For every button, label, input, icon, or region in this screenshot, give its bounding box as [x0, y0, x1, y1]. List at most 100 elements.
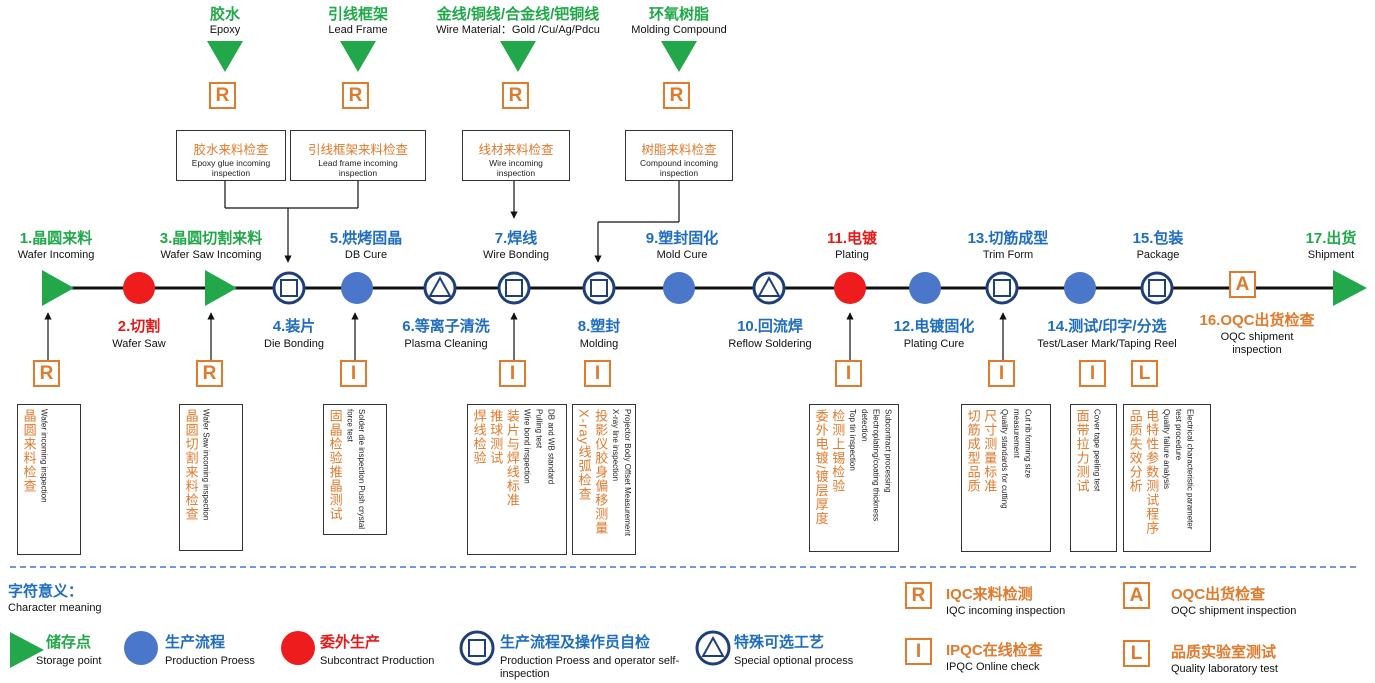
legend-process-en: Production Proess	[165, 655, 255, 667]
step-3-en: Wafer Saw Incoming	[160, 249, 262, 261]
legend-storage-icon	[10, 632, 44, 668]
step-9-en: Mold Cure	[656, 249, 708, 261]
material-triangle-compound	[661, 41, 697, 72]
step-8-en: Molding	[579, 338, 619, 350]
check-zh-5-1: 检测上锡检验	[830, 409, 846, 493]
step-7-en: Wire Bonding	[482, 249, 550, 261]
step-3-zh: 3.晶圆切割来料	[159, 230, 263, 247]
legend-optional-zh: 特殊可选工艺	[734, 634, 825, 651]
legend-ipqc-en: IPQC Online check	[946, 661, 1040, 673]
check-en-4-0: X-ray line inspection	[611, 409, 621, 482]
material-triangle-epoxy	[207, 41, 243, 72]
check-en-6-0: Quality standards for cutting	[1000, 409, 1010, 509]
box-leadframe-zh: 引线框架来料检查	[307, 143, 408, 157]
ipqc-marker-die-bond: I	[340, 360, 367, 387]
ipqc-marker-plating: I	[835, 360, 862, 387]
check-en-5-1: detection	[859, 409, 869, 442]
oqc-marker-shipment: A	[1229, 271, 1256, 298]
legend-iqc-en: IQC incoming inspection	[946, 605, 1066, 617]
check-en-4-1: Projector Body Offset Measurement	[622, 409, 632, 537]
box-epoxy-zh: 胶水来料检查	[193, 143, 269, 157]
check-zh-6-1: 尺寸测量标准	[982, 409, 998, 493]
iqc-marker-wire: R	[502, 82, 529, 109]
ipqc-marker-wire-bond: I	[499, 360, 526, 387]
box-wire-en: Wire incoming inspection	[489, 158, 543, 179]
step-16-zh: 16.OQC出货检查	[1199, 312, 1315, 329]
check-zh-3-2: 装片与焊线标准	[504, 409, 520, 507]
material-leadframe-zh: 引线框架	[327, 6, 388, 23]
storage-point-shipment	[1333, 270, 1367, 306]
process-circle-test	[1064, 272, 1096, 304]
box-leadframe-en: Lead frame incoming inspection	[318, 158, 398, 179]
step-7-zh: 7.焊线	[494, 230, 538, 247]
check-zh-1-0: 晶圆切割来料检查	[183, 409, 199, 521]
self-inspect-package	[1140, 271, 1174, 305]
check-zh-5-0: 委外电镀/镀层厚度	[813, 409, 829, 526]
check-en-2-1: Solder die inspection Push crystal	[357, 409, 367, 530]
material-leadframe-en: Lead Frame	[328, 24, 388, 36]
process-circle-plating-cure	[909, 272, 941, 304]
check-en-3-2: DB and WB standard	[546, 409, 556, 485]
check-en-0-0: Wafer incoming inspection	[39, 409, 49, 503]
step-4-zh: 4.装片	[272, 318, 316, 335]
storage-point-wafer-saw-incoming	[205, 270, 237, 306]
step-5-en: DB Cure	[344, 249, 388, 261]
legend-self-inspect-icon	[459, 630, 495, 666]
legend-self-inspect-zh: 生产流程及操作员自检	[500, 634, 651, 651]
legend-lab-zh: 品质实验室测试	[1171, 644, 1277, 661]
self-inspect-die-bonding	[272, 271, 306, 305]
step-6-zh: 6.等离子清洗	[402, 318, 490, 335]
check-en-8-2: Electrical characteristic parameter	[1185, 409, 1195, 530]
legend-subcontract-zh: 委外生产	[320, 634, 381, 651]
material-wire-zh: 金线/铜线/合金线/钯铜线	[436, 6, 600, 23]
check-zh-7-0: 面带拉力测试	[1074, 409, 1090, 493]
legend-optional-en: Special optional process	[734, 655, 854, 667]
legend-lab-icon: L	[1123, 640, 1150, 667]
step-13-zh: 13.切筋成型	[967, 230, 1049, 247]
step-11-zh: 11.电镀	[826, 230, 878, 247]
step-12-en: Plating Cure	[903, 338, 965, 350]
step-10-zh: 10.回流焊	[737, 318, 803, 335]
check-en-8-0: Quality failure analysis	[1162, 409, 1172, 490]
box-epoxy-inspection: 胶水来料检查 Epoxy glue incoming inspection	[176, 130, 286, 181]
subcontract-circle-wafer-saw	[123, 272, 155, 304]
material-epoxy-en: Epoxy	[209, 24, 241, 36]
legend-iqc-icon: R	[905, 582, 932, 609]
step-10-en: Reflow Soldering	[728, 338, 812, 350]
step-17-zh: 17.出货	[1305, 230, 1357, 247]
step-5-zh: 5.烘烤固晶	[329, 230, 403, 247]
subcontract-circle-plating	[834, 272, 866, 304]
material-triangle-leadframe	[340, 41, 376, 72]
legend-storage-zh: 储存点	[46, 634, 92, 651]
check-zh-4-0: X-ray线弧检查	[576, 409, 592, 502]
legend-oqc-en: OQC shipment inspection	[1171, 605, 1297, 617]
check-en-1-0: Wafer Saw incoming inspection	[201, 409, 211, 521]
legend-oqc-zh: OQC出货检查	[1171, 586, 1266, 603]
step-12-zh: 12.电镀固化	[893, 318, 975, 335]
step-14-zh: 14.测试/印字/分选	[1047, 318, 1167, 335]
check-en-5-0: Top tin inspection	[848, 409, 858, 471]
legend-ipqc-zh: IPQC在线检查	[946, 642, 1043, 659]
self-inspect-molding	[582, 271, 616, 305]
step-9-zh: 9.塑封固化	[645, 230, 719, 247]
legend-process-icon	[124, 631, 158, 665]
check-zh-6-0: 切筋成型品质	[965, 409, 981, 493]
legend-process-zh: 生产流程	[165, 634, 226, 651]
box-leadframe-inspection: 引线框架来料检查 Lead frame incoming inspection	[290, 130, 426, 181]
process-circle-db-cure	[341, 272, 373, 304]
legend-ipqc-icon: I	[905, 638, 932, 665]
step-1-en: Wafer Incoming	[17, 249, 95, 261]
ipqc-marker-molding: I	[584, 360, 611, 387]
step-6-en: Plasma Cleaning	[404, 338, 488, 350]
legend-subcontract-icon	[281, 631, 315, 665]
